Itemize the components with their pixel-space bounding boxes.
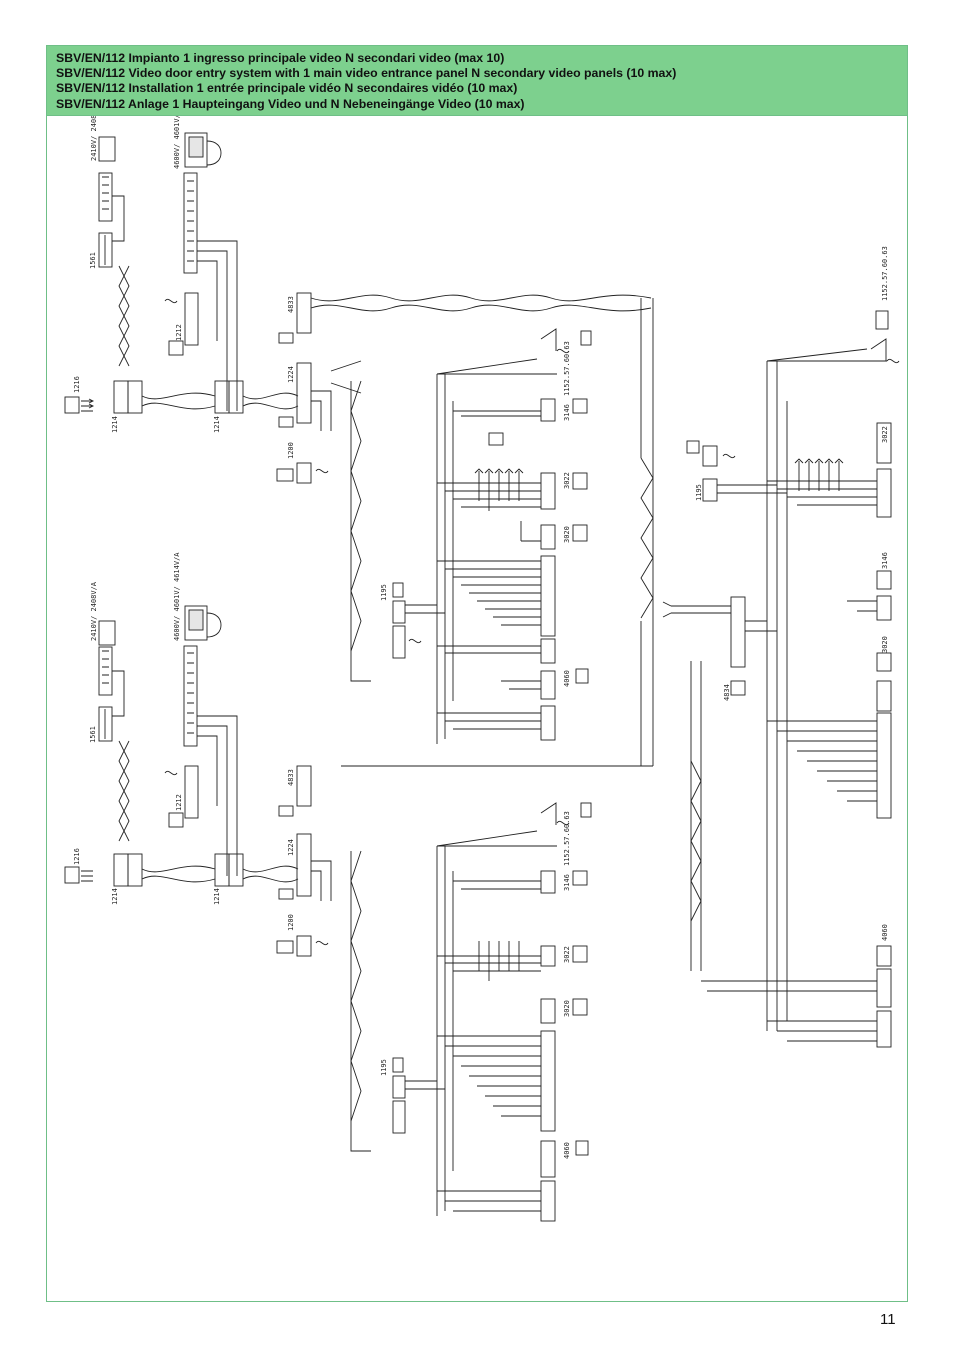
title-line-en: SBV/EN/112 Video door entry system with … xyxy=(56,66,677,81)
label-4833-upper: 4833 xyxy=(287,296,295,313)
label-monitor-upper: 4600V/ 4601V/ 4614V/A xyxy=(173,116,181,169)
wiring-diagram: 2410V/ 2408V/A 4600V/ 4601V/ 4614V/A 156… xyxy=(64,116,900,1222)
label-1214-lower-a: 1214 xyxy=(111,888,119,905)
label-1214-lower-b: 1214 xyxy=(213,888,221,905)
label-1212-upper: 1212 xyxy=(175,324,183,341)
module-1200-upper xyxy=(276,462,329,484)
title-line-de: SBV/EN/112 Anlage 1 Haupteingang Video u… xyxy=(56,96,525,111)
label-4060-upper: 4060 xyxy=(563,670,571,687)
label-1212-lower: 1212 xyxy=(175,794,183,811)
module-1195-right xyxy=(686,440,787,502)
label-psu-upper: 2410V/ 2408V/A xyxy=(90,116,98,161)
monitor-1216-lower xyxy=(64,866,93,884)
label-3022-upper: 3022 xyxy=(563,472,571,489)
label-4060-lower: 4060 xyxy=(563,1142,571,1159)
label-1224-upper: 1224 xyxy=(287,366,295,383)
relay-1212-lower xyxy=(164,765,199,828)
module-1224-lower xyxy=(278,833,332,901)
title-line-it: SBV/EN/112 Impianto 1 ingresso principal… xyxy=(56,51,505,65)
label-1216-upper: 1216 xyxy=(73,376,81,393)
label-1200-upper: 1200 xyxy=(287,442,295,459)
label-psu-lower: 2410V/ 2408V/A xyxy=(90,581,98,641)
module-1195-lower xyxy=(392,1057,445,1134)
label-monitor-lower: 4600V/ 4601V/ 4614V/A xyxy=(173,552,181,641)
distributor-1214-lower-a xyxy=(113,853,143,887)
label-4834: 4834 xyxy=(723,684,731,701)
monitor-block-upper xyxy=(183,132,238,411)
label-1195-upper: 1195 xyxy=(380,584,388,601)
label-1152-lower: 1152.57.60.63 xyxy=(563,811,571,866)
label-1224-lower: 1224 xyxy=(287,839,295,856)
label-4833-lower: 4833 xyxy=(287,769,295,786)
monitor-block-lower xyxy=(183,605,238,876)
door-panel-upper xyxy=(436,328,592,744)
distributor-1214-upper-b xyxy=(214,380,244,414)
label-3146-right: 3146 xyxy=(881,552,889,569)
title-line-fr: SBV/EN/112 Installation 1 entrée princip… xyxy=(56,81,518,96)
module-1224-upper xyxy=(278,362,332,431)
relay-1212-upper xyxy=(164,292,199,356)
label-3022-lower: 3022 xyxy=(563,946,571,963)
module-4834 xyxy=(662,596,777,696)
label-1214-upper-b: 1214 xyxy=(213,416,221,433)
psu-block-upper xyxy=(98,136,125,268)
page-number: 11 xyxy=(880,1311,896,1328)
label-1561-lower: 1561 xyxy=(89,726,97,743)
module-4833-lower xyxy=(278,765,312,817)
module-1195-upper xyxy=(392,582,445,659)
label-1152-upper: 1152.57.60.63 xyxy=(563,341,571,396)
psu-block-lower xyxy=(98,620,125,742)
label-3022-right: 3022 xyxy=(881,426,889,443)
label-3020-upper: 3020 xyxy=(563,526,571,543)
label-1214-upper-a: 1214 xyxy=(111,416,119,433)
label-1561-upper: 1561 xyxy=(89,252,97,269)
label-1195-lower: 1195 xyxy=(380,1059,388,1076)
distributor-1214-upper-a xyxy=(113,380,143,414)
label-3020-right: 3020 xyxy=(881,636,889,653)
module-1200-lower xyxy=(276,935,329,957)
label-3146-upper: 3146 xyxy=(563,404,571,421)
label-3146-lower: 3146 xyxy=(563,874,571,891)
monitor-1216-upper xyxy=(64,396,95,414)
label-1216-lower: 1216 xyxy=(73,848,81,865)
door-panel-lower xyxy=(436,802,592,1222)
title-banner: SBV/EN/112 Impianto 1 ingresso principal… xyxy=(47,46,907,116)
label-1195-right: 1195 xyxy=(695,484,703,501)
label-4060-right: 4060 xyxy=(881,924,889,941)
label-1152-right: 1152.57.60.63 xyxy=(881,246,889,301)
door-panel-right xyxy=(701,310,900,1048)
distributor-1214-lower-b xyxy=(214,853,244,887)
label-3020-lower: 3020 xyxy=(563,1000,571,1017)
page-frame: SBV/EN/112 Impianto 1 ingresso principal… xyxy=(46,45,908,1302)
module-4833-upper xyxy=(278,292,312,344)
label-1200-lower: 1200 xyxy=(287,914,295,931)
